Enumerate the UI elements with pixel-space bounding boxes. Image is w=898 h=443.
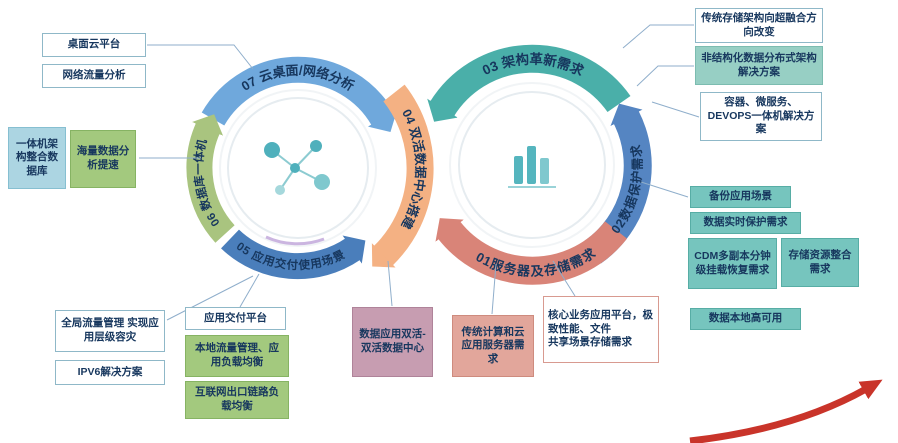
callout-storage-consolidation: 存储资源整合需求	[781, 238, 859, 287]
bar-chart-icon	[508, 146, 556, 188]
arc-01-server-storage	[435, 218, 628, 285]
red-swoosh-arrow	[689, 379, 883, 443]
callout-unstructured-distributed: 非结构化数据分布式架构解决方案	[695, 46, 823, 85]
callout-internet-link-load-balance: 互联网出口链路负载均衡	[185, 381, 289, 419]
callout-global-traffic-management: 全局流量管理 实现应用层级容灾	[55, 310, 165, 352]
connector-backup	[640, 181, 689, 198]
connector-dual-active	[387, 260, 393, 307]
connector-container	[651, 101, 700, 118]
connector-storage-hci	[622, 24, 694, 49]
arc-05-app-delivery	[221, 229, 366, 280]
callout-traditional-cloud-server-need: 传统计算和云应用服务器需求	[452, 315, 534, 377]
connector-traditional-compute	[491, 263, 497, 315]
connector-desktop-cloud	[147, 44, 254, 70]
callout-realtime-protection: 数据实时保护需求	[690, 212, 801, 234]
callout-allinone-db-architecture: 一体机架构整合数据库	[8, 127, 66, 189]
connector-core-business	[552, 260, 576, 297]
arc-04-active-active-dc	[371, 84, 434, 268]
arc-03-architecture-innovation	[427, 44, 631, 122]
callout-network-traffic-analysis: 网络流量分析	[42, 64, 146, 88]
core-business-line-1: 核心业务应用平台，极致性能、文件	[548, 309, 653, 335]
callout-desktop-cloud-platform: 桌面云平台	[42, 33, 146, 57]
left-hub-outer-ring	[219, 89, 377, 247]
connector-global-traffic	[166, 275, 254, 321]
network-nodes-icon	[264, 140, 330, 195]
callout-container-devops-appliance: 容器、微服务、DEVOPS一体机解决方案	[700, 92, 822, 141]
callout-data-local-ha: 数据本地高可用	[690, 308, 801, 330]
connector-lines	[139, 24, 700, 321]
callout-core-business-storage: 核心业务应用平台，极致性能、文件 共享场景存储需求	[543, 296, 659, 363]
callout-local-traffic-load-balance: 本地流量管理、应用负载均衡	[185, 335, 289, 377]
connector-unstructured	[636, 65, 694, 87]
arc-07-cloud-desktop-network	[201, 56, 398, 133]
arc-06-database-appliance	[186, 114, 235, 243]
right-hub-outer-ring	[449, 82, 615, 248]
callout-backup-scenario: 备份应用场景	[690, 186, 791, 208]
core-business-line-2: 共享场景存储需求	[548, 336, 632, 349]
callout-massive-data-analysis: 海量数据分析提速	[70, 130, 136, 188]
callout-storage-to-hci: 传统存储架构向超融合方向改变	[695, 8, 823, 43]
connector-app-delivery	[239, 273, 260, 308]
callout-ipv6-solution: IPV6解决方案	[55, 360, 165, 385]
callout-data-dual-active-dc: 数据应用双活-双活数据中心	[352, 307, 433, 377]
callout-app-delivery-platform: 应用交付平台	[185, 307, 286, 330]
callout-cdm-recovery: CDM多副本分钟级挂载恢复需求	[688, 238, 777, 289]
left-hub-lavender-arc	[265, 235, 325, 246]
